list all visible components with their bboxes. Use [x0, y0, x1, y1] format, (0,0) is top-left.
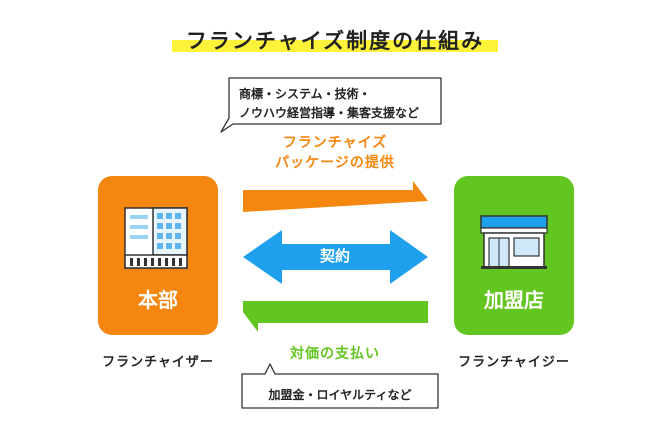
payment-label: 対価の支払い [290, 346, 380, 362]
top-callout-line-1: 商標・システム・技術・ [239, 87, 371, 101]
top-callout-bubble [220, 77, 442, 133]
payment-arrow [243, 301, 428, 332]
package-arrow [243, 181, 428, 212]
package-label-line-2: パッケージの提供 [275, 155, 395, 171]
franchisor-role-label: フランチャイザー [102, 355, 214, 370]
contract-double-arrow [243, 230, 428, 284]
page-title: フランチャイズ制度の仕組み [185, 29, 485, 53]
bottom-callout-bubble [241, 363, 439, 409]
title-highlight [172, 40, 498, 52]
package-label-line-1: フランチャイズ [282, 135, 388, 151]
franchisee-store-label: 加盟店 [484, 288, 544, 312]
bottom-callout-text: 加盟金・ロイヤルティなど [268, 388, 412, 402]
franchisee-role-label: フランチャイジー [458, 355, 570, 370]
contract-label: 契約 [319, 247, 350, 265]
top-callout-line-2: ノウハウ経営指導・集客支援など [239, 106, 420, 120]
headquarters-label: 本部 [138, 288, 178, 312]
